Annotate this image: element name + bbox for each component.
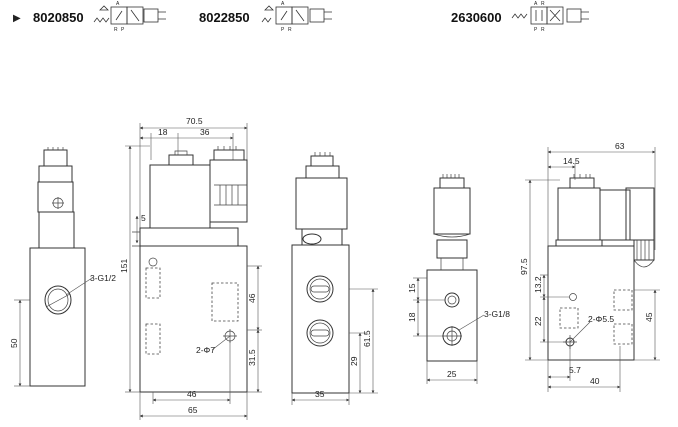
dim-small-front-base-width: 40 [590,376,600,386]
model-marker: ▶ [13,13,21,24]
port-letter-a: A [116,1,120,7]
dim-small-side-port: 3-G1/8 [484,309,510,319]
port-letter-r-2: R [288,27,292,33]
model-number-3: 2630600 [451,10,502,25]
port-letter-r-3: R [541,1,545,7]
model-number-1: 8020850 [33,10,84,25]
dim-front-hole: 2-Φ7 [196,345,215,355]
dim-front-base-pitch: 46 [187,389,197,399]
dim-front-seg-a: 18 [158,127,168,137]
dim-front-port-spacing: 46 [247,293,257,303]
dim-small-front-13: 13.2 [533,276,543,293]
left-view: 3-G1/2 50 [9,147,116,387]
small-side-view: 3-G1/8 15 18 25 [407,174,510,384]
dim-front-seg-b: 36 [200,127,210,137]
dim-small-front-5-7: 5.7 [569,365,581,375]
front-view: 70.5 18 36 5 2-Φ7 [119,116,262,420]
dim-front-overall-width: 70.5 [186,116,203,126]
dim-side-height-b: 29 [349,356,359,366]
dim-small-front-width: 63 [615,141,625,151]
dim-small-front-hole: 2-Φ5.5 [588,314,614,324]
dim-small-side-18: 18 [407,312,417,322]
dim-left-port: 3-G1/2 [90,273,116,283]
dim-small-front-22: 22 [533,316,543,326]
port-letter-a-2: A [281,1,285,7]
port-letter-a-3: A [534,1,538,7]
dim-small-front-45: 45 [644,312,654,322]
port-letter-p-3: P [534,27,538,33]
dim-front-base-width: 65 [188,405,198,415]
port-letter-r: R [114,27,118,33]
valve-symbol-2: A P R [261,1,332,33]
dim-left-height: 50 [9,338,19,348]
dim-front-height: 151 [119,259,129,273]
dim-small-front-height: 97.5 [519,258,529,275]
model-header: ▶ 8020850 8022850 2630600 [13,10,502,25]
valve-symbol-1: A R P [93,1,166,33]
dim-front-lower: 31.5 [247,349,257,366]
dim-front-small: 5 [141,213,146,223]
dim-small-side-width: 25 [447,369,457,379]
dim-small-side-15: 15 [407,283,417,293]
model-number-2: 8022850 [199,10,250,25]
dim-side-width: 35 [315,389,325,399]
valve-symbol-3: A R P R [511,1,589,33]
port-letter-p-2: P [281,27,285,33]
side-view: 61.5 29 35 [291,152,378,405]
dim-side-height-a: 61.5 [362,330,372,347]
dim-small-front-offset: 14.5 [563,156,580,166]
small-front-view: 63 14.5 2-Φ5.5 97.5 13.2 22 [519,141,660,392]
port-letter-p: P [121,27,125,33]
port-letter-r-3b: R [541,27,545,33]
